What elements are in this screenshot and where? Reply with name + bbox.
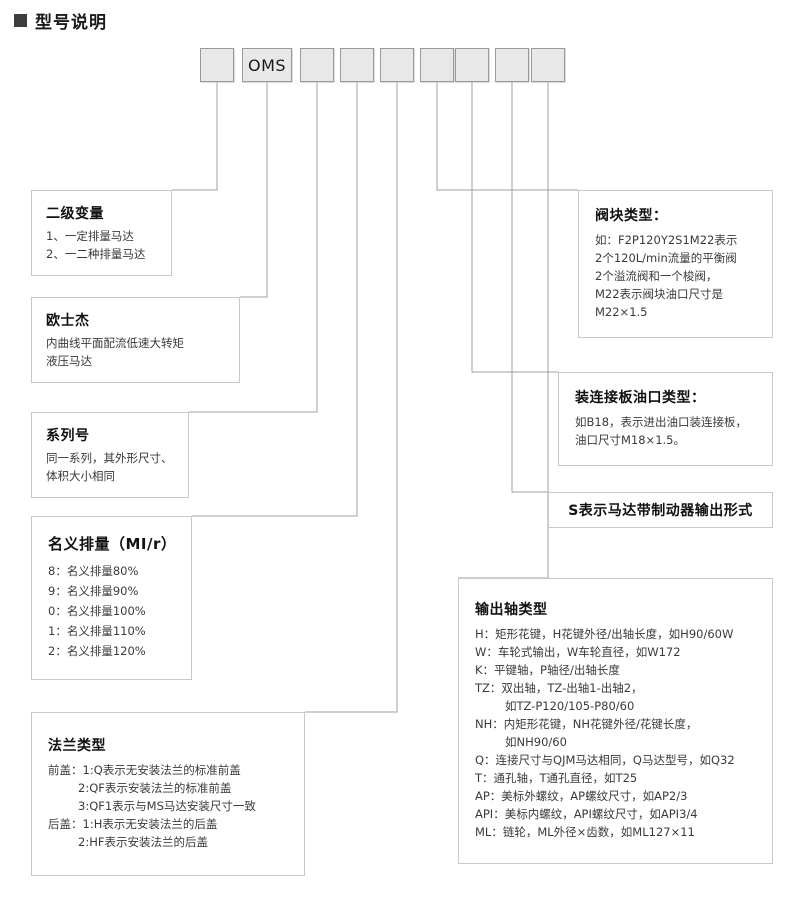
- panel-line: M22×1.5: [595, 305, 648, 319]
- panel-line: 内曲线平面配流低速大转矩: [46, 336, 184, 350]
- panel-title: 二级变量: [46, 206, 104, 222]
- panel-line: 前盖：1:Q表示无安装法兰的标准前盖: [48, 763, 241, 777]
- panel-line: 2:QF表示安装法兰的标准前盖: [78, 781, 232, 795]
- panel-line: 2:HF表示安装法兰的后盖: [78, 835, 208, 849]
- panel-title: 系列号: [46, 428, 90, 444]
- panel-line: API：美标内螺纹，API螺纹尺寸，如API3/4: [475, 807, 698, 821]
- panel-title: 阀块类型：: [595, 208, 668, 224]
- panel-title: 欧士杰: [46, 313, 90, 329]
- panel-flange: 法兰类型 前盖：1:Q表示无安装法兰的标准前盖 2:QF表示安装法兰的标准前盖 …: [31, 712, 305, 876]
- panel-line: 如TZ-P120/105-P80/60: [505, 699, 635, 713]
- panel-connector-plate: 装连接板油口类型： 如B18，表示进出油口装连接板， 油口尺寸M18×1.5。: [558, 372, 773, 466]
- panel-line: TZ：双出轴，TZ-出轴1-出轴2，: [475, 681, 643, 695]
- panel-line: AP：美标外螺纹，AP螺纹尺寸，如AP2/3: [475, 789, 688, 803]
- panel-line: T：通孔轴，T通孔直径，如T25: [475, 771, 638, 785]
- panel-line: K：平键轴，P轴径/出轴长度: [475, 663, 620, 677]
- panel-line: 8：名义排量80%: [48, 564, 139, 578]
- code-box-6[interactable]: [420, 48, 454, 82]
- panel-brake: S表示马达带制动器输出形式: [548, 492, 773, 528]
- panel-title: 法兰类型: [48, 738, 106, 754]
- square-bullet-icon: [14, 14, 27, 27]
- panel-line: H：矩形花键，H花键外径/出轴长度，如H90/60W: [475, 627, 734, 641]
- panel-title: 名义排量（MI/r）: [48, 535, 177, 553]
- code-box-7[interactable]: [455, 48, 489, 82]
- panel-title: 装连接板油口类型：: [575, 390, 706, 406]
- code-box-4[interactable]: [340, 48, 374, 82]
- panel-line: 2个120L/min流量的平衡阀: [595, 251, 737, 265]
- panel-title: S表示马达带制动器输出形式: [568, 503, 753, 519]
- panel-line: 液压马达: [46, 354, 92, 368]
- panel-line: NH：内矩形花键，NH花键外径/花键长度，: [475, 717, 698, 731]
- panel-line: 2：名义排量120%: [48, 644, 146, 658]
- panel-line: 如：F2P120Y2S1M22表示: [595, 233, 738, 247]
- panel-line: 1：名义排量110%: [48, 624, 146, 638]
- code-box-5[interactable]: [380, 48, 414, 82]
- panel-output-shaft: 输出轴类型 H：矩形花键，H花键外径/出轴长度，如H90/60W W：车轮式输出…: [458, 578, 773, 864]
- panel-line: 3:QF1表示与MS马达安装尺寸一致: [78, 799, 256, 813]
- panel-secondary-variable: 二级变量 1、一定排量马达 2、一二种排量马达: [31, 190, 172, 276]
- panel-displacement: 名义排量（MI/r） 8：名义排量80% 9：名义排量90% 0：名义排量100…: [31, 516, 192, 680]
- panel-line: 0：名义排量100%: [48, 604, 146, 618]
- panel-line: Q：连接尺寸与QJM马达相同，Q马达型号，如Q32: [475, 753, 735, 767]
- code-box-9[interactable]: [531, 48, 565, 82]
- code-box-1[interactable]: [200, 48, 234, 82]
- page-title-text: 型号说明: [35, 13, 107, 33]
- panel-line: 2个溢流阀和一个梭阀，: [595, 269, 718, 283]
- panel-line: 同一系列，其外形尺寸、: [46, 451, 173, 465]
- panel-line: 后盖：1:H表示无安装法兰的后盖: [48, 817, 218, 831]
- panel-title: 输出轴类型: [475, 602, 548, 618]
- page-title: 型号说明: [14, 8, 107, 33]
- panel-line: ML：链轮，ML外径×齿数，如ML127×11: [475, 825, 695, 839]
- panel-line: 9：名义排量90%: [48, 584, 139, 598]
- panel-line: W：车轮式输出，W车轮直径，如W172: [475, 645, 681, 659]
- panel-brand: 欧士杰 内曲线平面配流低速大转矩 液压马达: [31, 297, 240, 383]
- code-box-oms[interactable]: OMS: [242, 48, 292, 82]
- panel-line: 如NH90/60: [505, 735, 567, 749]
- panel-series: 系列号 同一系列，其外形尺寸、 体积大小相同: [31, 412, 189, 498]
- panel-valve-block: 阀块类型： 如：F2P120Y2S1M22表示 2个120L/min流量的平衡阀…: [578, 190, 773, 338]
- code-box-8[interactable]: [495, 48, 529, 82]
- panel-line: M22表示阀块油口尺寸是: [595, 287, 724, 301]
- code-box-3[interactable]: [300, 48, 334, 82]
- panel-line: 油口尺寸M18×1.5。: [575, 433, 685, 447]
- panel-line: 如B18，表示进出油口装连接板，: [575, 415, 748, 429]
- panel-line: 2、一二种排量马达: [46, 247, 146, 261]
- panel-line: 体积大小相同: [46, 469, 115, 483]
- panel-line: 1、一定排量马达: [46, 229, 134, 243]
